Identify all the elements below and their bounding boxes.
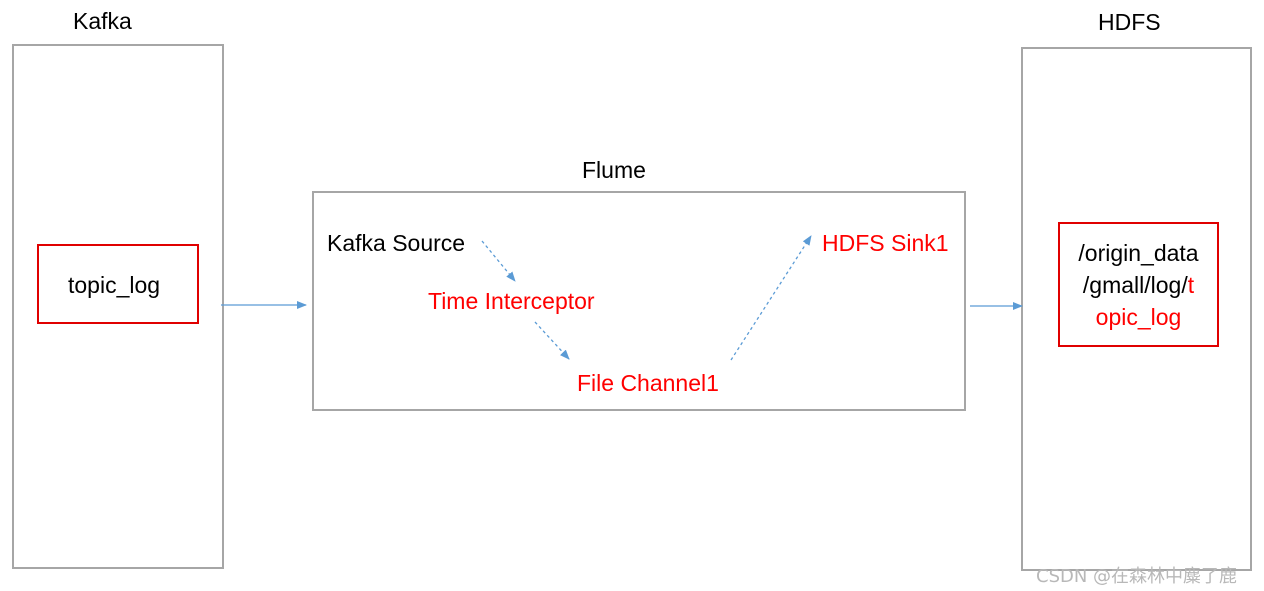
hdfs-path-line2-red: t [1187,271,1195,298]
kafka-topic-label: topic_log [68,272,161,298]
flume-file-channel: File Channel1 [577,370,719,396]
flume-kafka-source: Kafka Source [327,230,466,256]
hdfs-path-box [1058,222,1219,347]
flume-box [312,191,966,411]
flume-title: Flume [582,157,646,183]
arrow-channel-to-sink [730,235,812,361]
hdfs-path-line2: /gmall/log/t [1083,269,1194,301]
flume-time-interceptor: Time Interceptor [428,288,595,314]
arrow-interceptor-to-channel [534,321,570,360]
hdfs-path-line2-black: /gmall/log/ [1082,271,1188,298]
kafka-title: Kafka [73,8,132,34]
csdn-watermark: CSDN @在森林中麋了鹿 [1036,566,1238,587]
flume-hdfs-sink: HDFS Sink1 [822,230,949,256]
hdfs-path-text: /origin_data /gmall/log/t opic_log [1058,222,1219,347]
hdfs-path-line3: opic_log [1095,303,1182,330]
arrow-source-to-interceptor [481,240,516,282]
hdfs-title: HDFS [1098,9,1161,35]
hdfs-path-line1: /origin_data [1078,239,1199,266]
kafka-topic-box [37,244,199,324]
